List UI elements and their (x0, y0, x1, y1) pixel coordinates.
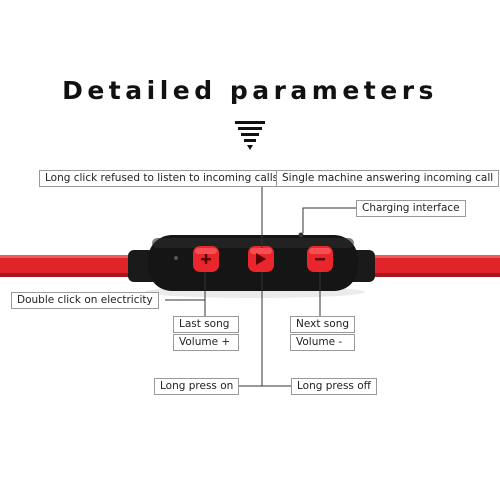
next-song-label: Next song (290, 316, 355, 333)
long-click-reject-label: Long click refused to listen to incoming… (39, 170, 285, 187)
down-triangle-icon (235, 121, 265, 150)
volume-up-label: Volume + (173, 334, 239, 351)
charging-interface-label: Charging interface (356, 200, 466, 217)
double-click-label: Double click on electricity (11, 292, 159, 309)
minus-icon (315, 258, 325, 261)
volume-down-label: Volume - (290, 334, 355, 351)
single-machine-answer-label: Single machine answering incoming call (276, 170, 500, 187)
play-icon (256, 253, 266, 265)
plus-icon (201, 254, 211, 264)
microphone-hole (174, 256, 178, 260)
long-press-off-label: Long press off (291, 378, 377, 395)
last-song-label: Last song (173, 316, 239, 333)
page-title: Detailed parameters (62, 76, 438, 105)
charging-port (298, 232, 304, 238)
long-press-on-label: Long press on (154, 378, 240, 395)
